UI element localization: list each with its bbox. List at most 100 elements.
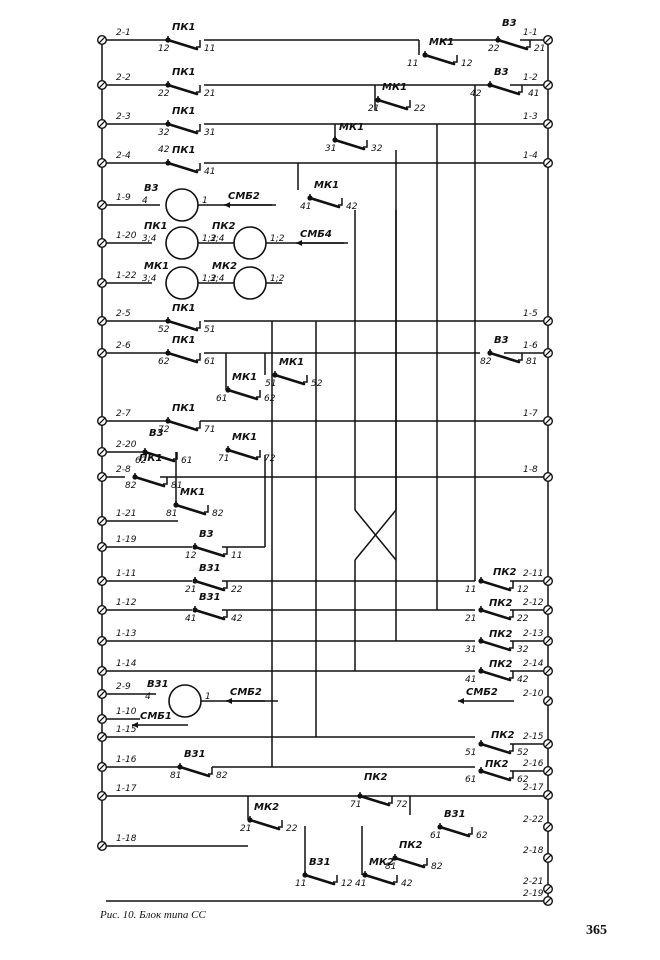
contact-terminal: 21 (534, 44, 545, 54)
contact-name: ПК2 (489, 659, 513, 670)
contact-terminal: 61 (465, 775, 476, 785)
contact-terminal: 11 (231, 551, 242, 561)
contact-terminal: 32 (371, 144, 383, 154)
contact-terminal: 21 (240, 824, 251, 834)
contact-terminal: 21 (465, 614, 476, 624)
terminal-right (543, 348, 554, 359)
terminal-label: 1-3 (523, 112, 538, 122)
contact-blade (174, 503, 207, 516)
contact-terminal: 62 (135, 456, 147, 466)
contact-name: ПК1 (172, 22, 196, 33)
terminal-label: 1-4 (523, 151, 538, 161)
contact-terminal: 22 (286, 824, 298, 834)
contact-name: В3 (494, 67, 509, 78)
contact-terminal: 82 (216, 771, 228, 781)
terminal-label: 1-17 (116, 784, 137, 794)
contact-name: ПК2 (364, 772, 388, 783)
contact-terminal: 42 (470, 89, 482, 99)
terminal-label: 2-15 (523, 732, 544, 742)
terminal-left (96, 542, 107, 553)
contact-terminal: 82 (125, 481, 137, 491)
terminal-left (96, 199, 107, 210)
contact-blade (166, 83, 199, 96)
terminal-slash (98, 606, 106, 614)
terminal-slash (544, 740, 552, 748)
contact-name: В3 (199, 529, 214, 540)
contact-name: МК1 (429, 37, 454, 48)
contact-terminal: 52 (517, 748, 529, 758)
contact-terminal: 52 (311, 379, 323, 389)
contact-blade (166, 351, 199, 364)
terminal-right (543, 884, 554, 895)
terminal-label: 2-21 (523, 877, 543, 887)
terminal-slash (544, 667, 552, 675)
coil-circle (233, 226, 267, 260)
coil-circle (165, 266, 199, 300)
terminal-right (543, 35, 554, 46)
terminal-label: 1-10 (116, 707, 137, 717)
contact-terminal: 51 (265, 379, 276, 389)
contact-name: ПК1 (172, 335, 196, 346)
contact-blade (393, 856, 426, 869)
terminal-label: 1-6 (523, 341, 538, 351)
terminal-slash (98, 733, 106, 741)
coil-circle (233, 266, 267, 300)
contact-terminal: 62 (264, 394, 276, 404)
contact-terminal: 81 (526, 357, 537, 367)
contact-hook (196, 40, 201, 48)
contact-terminal: 71 (218, 454, 229, 464)
terminal-right (543, 766, 554, 777)
contact-terminal: 21 (368, 104, 379, 114)
contact-hook (518, 353, 523, 361)
terminal-left (96, 636, 107, 647)
contact-blade (193, 545, 226, 558)
terminal-right (543, 605, 554, 616)
terminal-slash (544, 885, 552, 893)
contact-hook (406, 100, 411, 108)
terminal-slash (98, 715, 106, 723)
contact-name: ПК1 (172, 145, 196, 156)
contact-blade (479, 639, 512, 652)
terminal-right (543, 790, 554, 801)
contact-terminal: 42 (401, 879, 413, 889)
terminal-slash (98, 543, 106, 551)
contact-terminal: 61 (216, 394, 227, 404)
contact-blade (166, 122, 199, 135)
contact-terminal: 81 (385, 862, 396, 872)
contact-hook (303, 375, 308, 383)
page-number: 365 (586, 923, 607, 938)
terminal-right (543, 666, 554, 677)
contact-terminal: 62 (158, 357, 170, 367)
terminal-label: 1-21 (116, 509, 136, 519)
contact-name: В31 (444, 809, 466, 820)
coil-name: В31 (147, 679, 169, 690)
terminal-left (96, 841, 107, 852)
terminal-slash (544, 791, 552, 799)
contact-terminal: 41 (528, 89, 539, 99)
coil-terminal: 1;2 (270, 234, 285, 244)
wire (354, 509, 397, 561)
contact-name: МК1 (232, 372, 257, 383)
contact-terminal: 32 (158, 128, 170, 138)
contact-terminal: 42 (158, 145, 170, 155)
terminal-right (543, 157, 554, 168)
contact-hook (163, 477, 168, 485)
contact: В3 42 41 (470, 67, 539, 99)
terminal-right (543, 636, 554, 647)
terminal-label: 2-13 (523, 629, 544, 639)
contact-name: ПК2 (489, 629, 513, 640)
contact-hook (453, 55, 458, 63)
contact-hook (208, 767, 213, 775)
contact-terminal: 12 (341, 879, 353, 889)
contact-name: ПК1 (172, 67, 196, 78)
coil-name: ПК2 (212, 221, 236, 232)
terminal-left (96, 416, 107, 427)
